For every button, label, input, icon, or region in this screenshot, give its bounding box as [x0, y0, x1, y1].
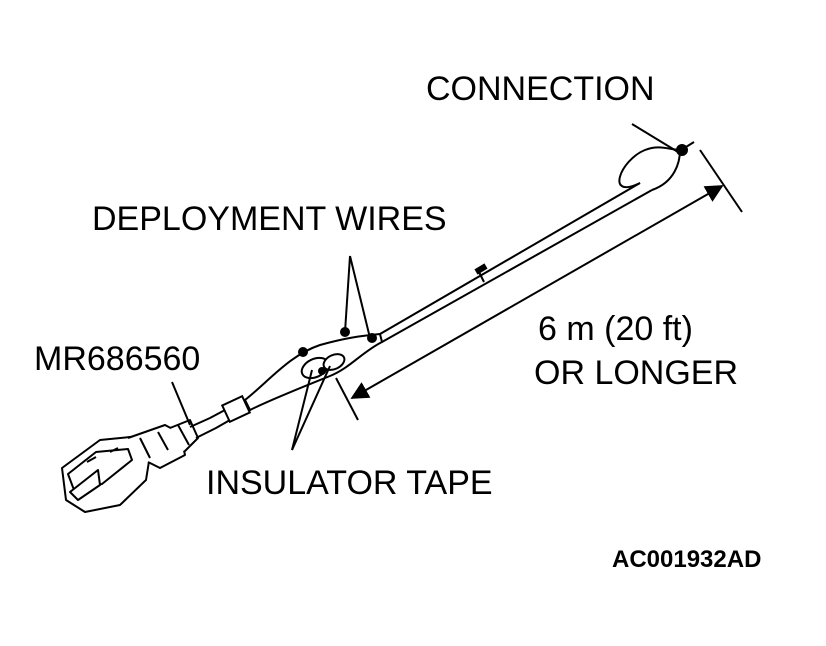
length-dimension-arrow — [350, 185, 724, 399]
connection-label: CONNECTION — [426, 70, 655, 108]
length-label-line2: OR LONGER — [534, 354, 739, 392]
splice — [243, 327, 384, 412]
part-number-label: MR686560 — [34, 340, 201, 378]
connector — [61, 419, 199, 513]
deployment-wires-label: DEPLOYMENT WIRES — [92, 200, 447, 238]
length-label-line1: 6 m (20 ft) — [538, 310, 693, 348]
figure-code: AC001932AD — [612, 546, 762, 573]
insulator-tape-label: INSULATOR TAPE — [206, 464, 493, 502]
